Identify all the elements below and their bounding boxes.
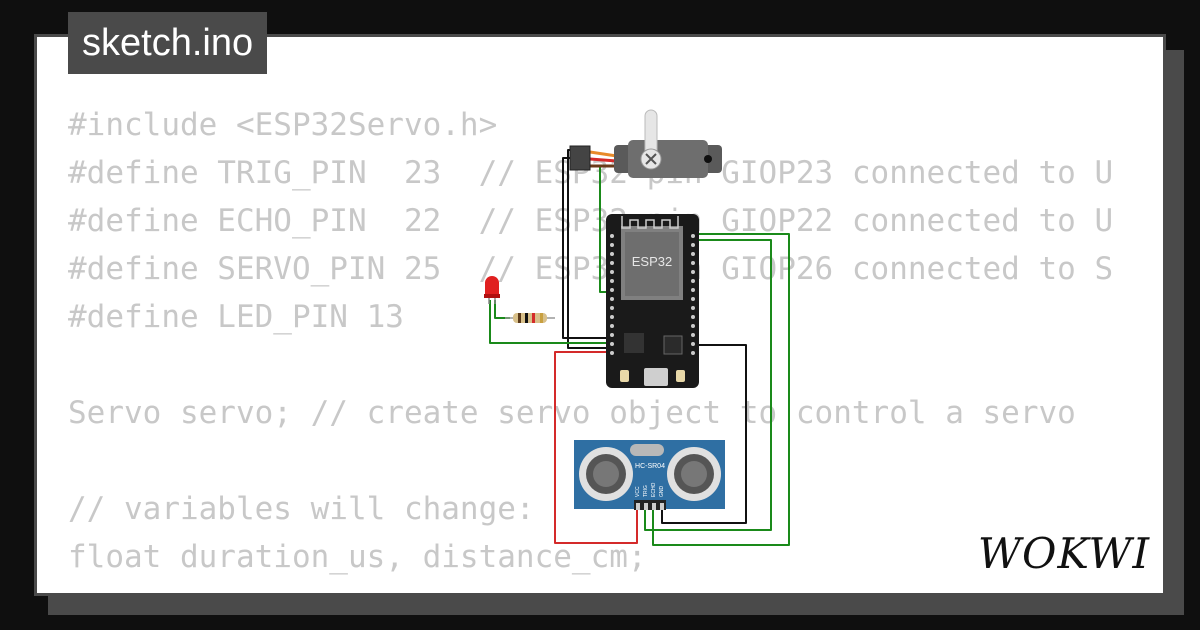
sensor-pin-echo: ECHO <box>651 482 657 497</box>
close-icon <box>645 153 657 165</box>
code-card: #include <ESP32Servo.h>#define TRIG_PIN … <box>34 34 1166 596</box>
code-line-7: Servo servo; // create servo object to c… <box>68 395 1076 431</box>
code-line-5: #define LED_PIN 13 <box>68 299 404 335</box>
wokwi-logo-text: WOKWI <box>978 529 1151 578</box>
wire-vcc-red <box>554 351 638 544</box>
code-editor: #include <ESP32Servo.h>#define TRIG_PIN … <box>68 101 1136 581</box>
wire-trig-green <box>644 239 772 531</box>
wokwi-logo: WOKWI <box>978 529 1151 578</box>
code-line-9: // variables will change: <box>68 491 535 527</box>
wire-gnd-black <box>661 344 747 524</box>
wire-echo-green <box>652 233 790 546</box>
resistor <box>505 313 555 323</box>
wire-servo-vcc <box>562 157 612 339</box>
code-line-10: float duration_us, distance_cm; <box>68 539 647 575</box>
sensor-pin-vcc: VCC <box>635 486 641 497</box>
red-led <box>484 276 500 304</box>
sensor-label: HC-SR04 <box>635 463 665 470</box>
esp32-label: ESP32 <box>632 254 672 269</box>
file-tab[interactable]: sketch.ino <box>68 12 268 74</box>
wire-led <box>489 300 612 344</box>
wire-resistor <box>494 300 510 319</box>
sensor-pin-gnd: GND <box>659 486 665 498</box>
wire-servo-signal <box>567 149 612 349</box>
servo-motor <box>569 109 722 178</box>
code-line-1: #include <ESP32Servo.h> <box>68 107 498 143</box>
ultrasonic-sensor: HC-SR04 VCC TRIG ECHO GND <box>574 440 725 510</box>
esp32-board: ESP32 <box>606 214 699 388</box>
sensor-pin-trig: TRIG <box>643 485 649 497</box>
code-line-3: #define ECHO_PIN 22 // ESP32 pin GIOP22 … <box>68 203 1114 239</box>
